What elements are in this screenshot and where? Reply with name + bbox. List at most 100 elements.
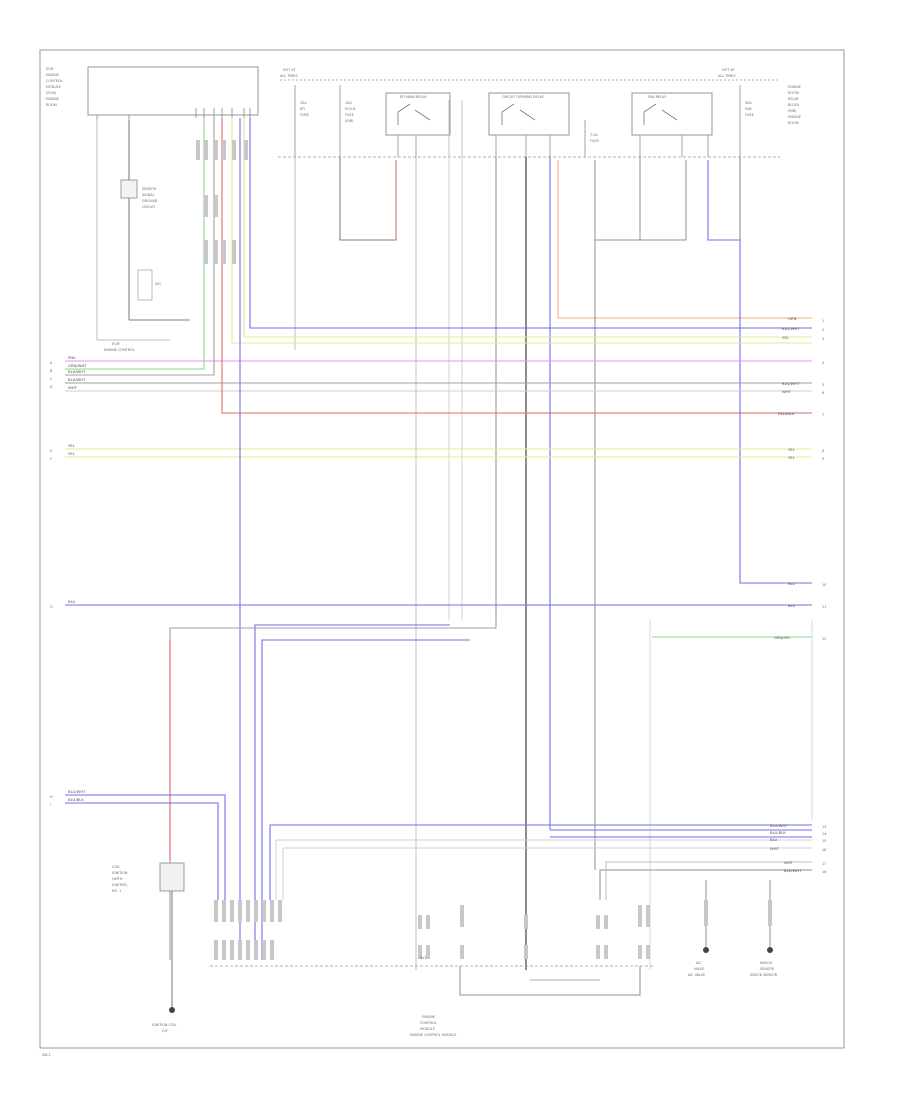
svg-text:NO. 1: NO. 1 — [112, 889, 121, 893]
svg-text:10A: 10A — [345, 101, 352, 105]
wire-label-pink: PNK — [68, 355, 76, 360]
svg-text:IGNITER): IGNITER) — [112, 883, 128, 887]
wire-label-yellow1: YEL — [68, 443, 76, 448]
svg-text:9: 9 — [822, 457, 824, 461]
svg-text:KNOCK: KNOCK — [760, 961, 773, 965]
svg-text:HOT AT: HOT AT — [283, 68, 296, 72]
wire-label-gray-r: BLK/WHT — [782, 381, 800, 386]
wire-label-blue-r1: BLU — [788, 581, 796, 586]
svg-text:MODULE: MODULE — [420, 1027, 435, 1031]
svg-text:C: C — [50, 377, 53, 381]
bottom-connector-block — [210, 900, 655, 996]
wire-label-yellow2: YEL — [68, 451, 76, 456]
svg-text:IGNITION: IGNITION — [112, 871, 128, 875]
svg-text:BLU/WHT: BLU/WHT — [770, 823, 788, 828]
svg-text:3: 3 — [822, 337, 824, 341]
svg-text:ENGINE: ENGINE — [46, 73, 59, 77]
svg-text:WHT: WHT — [784, 860, 794, 865]
wire-label-gray2: BLK/WHT — [68, 377, 86, 382]
svg-text:BLU: BLU — [770, 837, 778, 842]
svg-text:4: 4 — [822, 361, 824, 365]
relay-output-wires — [294, 157, 812, 970]
svg-text:ENGINE: ENGINE — [788, 85, 801, 89]
wire-bundle — [65, 118, 812, 638]
svg-text:IAC: IAC — [696, 961, 702, 965]
wire-label-blue: BLU — [68, 599, 76, 604]
svg-text:BLU/BLK: BLU/BLK — [770, 830, 786, 835]
svg-text:EFI MAIN RELAY: EFI MAIN RELAY — [400, 95, 428, 99]
svg-text:EFI: EFI — [300, 107, 305, 111]
svg-text:17: 17 — [822, 862, 826, 866]
relay-area: HOT AT ALL TIMES HOT AT ALL TIMES 15A EF… — [278, 68, 801, 158]
svg-text:SENSOR: SENSOR — [142, 187, 157, 191]
svg-text:ECU-B: ECU-B — [345, 107, 356, 111]
wire-label-blue-b: BLU/BLK — [68, 797, 84, 802]
svg-text:13: 13 — [822, 825, 826, 829]
svg-text:CIRCUIT: CIRCUIT — [142, 205, 156, 209]
bottom-left-label: IGNITION COIL — [152, 1023, 177, 1027]
svg-text:ENGINE: ENGINE — [46, 97, 59, 101]
svg-text:(R/B): (R/B) — [345, 119, 354, 123]
wire-label-red-r: RED/BLK — [778, 411, 795, 416]
ignition-coil — [159, 862, 185, 892]
svg-text:FUSE: FUSE — [345, 113, 354, 117]
svg-text:10: 10 — [822, 583, 826, 587]
svg-text:2: 2 — [822, 328, 824, 332]
svg-text:7: 7 — [822, 413, 824, 417]
svg-text:5: 5 — [822, 383, 824, 387]
svg-text:COIL: COIL — [112, 865, 120, 869]
wire-label-blue-w: BLU/WHT — [68, 789, 86, 794]
svg-text:ROOM: ROOM — [46, 103, 57, 107]
ecm-left-wires: SENSOR SIGNAL GROUND CIRCUIT S/G ECM ENG… — [96, 120, 190, 352]
svg-text:S/G: S/G — [155, 282, 161, 286]
svg-text:ENGINE: ENGINE — [788, 115, 801, 119]
svg-text:SENSOR: SENSOR — [760, 967, 775, 971]
svg-text:(ECM): (ECM) — [46, 91, 57, 95]
svg-text:FUSE: FUSE — [745, 113, 754, 117]
svg-text:ALL TIMES: ALL TIMES — [718, 74, 735, 78]
svg-text:CIRCUIT OPENING RELAY: CIRCUIT OPENING RELAY — [502, 95, 545, 99]
right-wire-labels: ORN BLU/WHT YEL BLK/WHT WHT RED/BLK YEL … — [774, 316, 826, 641]
diagram-frame — [39, 49, 845, 1049]
svg-text:18: 18 — [822, 870, 826, 874]
svg-text:ROOM: ROOM — [788, 121, 799, 125]
svg-text:6: 6 — [822, 391, 824, 395]
wire-label-blue-1: BLU/WHT — [782, 326, 800, 331]
svg-text:SIGNAL: SIGNAL — [142, 193, 155, 197]
svg-text:AV1: AV1 — [420, 956, 427, 960]
left-wire-labels: PNK GRN/WHT BLK/WHT BLK/WHT WHT YEL YEL … — [50, 355, 87, 807]
wire-label-white: WHT — [68, 385, 78, 390]
wire-label-orange: ORN — [788, 316, 797, 321]
svg-text:12: 12 — [822, 637, 826, 641]
svg-text:ROOM: ROOM — [788, 91, 799, 95]
svg-text:15: 15 — [822, 839, 826, 843]
svg-text:WHT: WHT — [770, 846, 780, 851]
wire-label-yellow-r1: YEL — [788, 447, 796, 452]
svg-text:RELAY: RELAY — [788, 97, 800, 101]
wire-label-green: GRN/WHT — [68, 363, 87, 368]
svg-text:15A: 15A — [300, 101, 307, 105]
svg-text:8: 8 — [822, 449, 824, 453]
svg-text:11: 11 — [822, 605, 826, 609]
bottom-right-label-1: IAC VALVE — [688, 973, 705, 977]
svg-text:H: H — [50, 795, 53, 799]
wire-label-lgreen-r: GRN/YEL — [774, 635, 791, 640]
ecm-top-block: ECM ENGINE CONTROL MODULE (ECM) ENGINE R… — [46, 66, 259, 120]
svg-text:BLOCK: BLOCK — [788, 103, 800, 107]
svg-text:30A: 30A — [745, 101, 752, 105]
bottom-center-label: ENGINE CONTROL MODULE — [410, 1033, 456, 1037]
svg-text:7.5A: 7.5A — [590, 133, 598, 137]
svg-text:ECM: ECM — [112, 342, 120, 346]
svg-text:CONTROL: CONTROL — [46, 79, 63, 83]
svg-text:(R/B): (R/B) — [788, 109, 797, 113]
svg-text:CONTROL: CONTROL — [420, 1021, 437, 1025]
lower-wiring: COIL IGNITION (WITH IGNITER) NO. 1 IGNIT… — [65, 794, 826, 1037]
svg-text:F: F — [50, 457, 52, 461]
wire-label-yellow-a: YEL — [782, 335, 790, 340]
svg-text:ENGINE CONTROL: ENGINE CONTROL — [104, 348, 135, 352]
svg-text:FAN RELAY: FAN RELAY — [648, 95, 667, 99]
svg-text:FAN: FAN — [745, 107, 752, 111]
svg-text:16: 16 — [822, 848, 826, 852]
diagram-code: SW-1 — [42, 1053, 51, 1057]
